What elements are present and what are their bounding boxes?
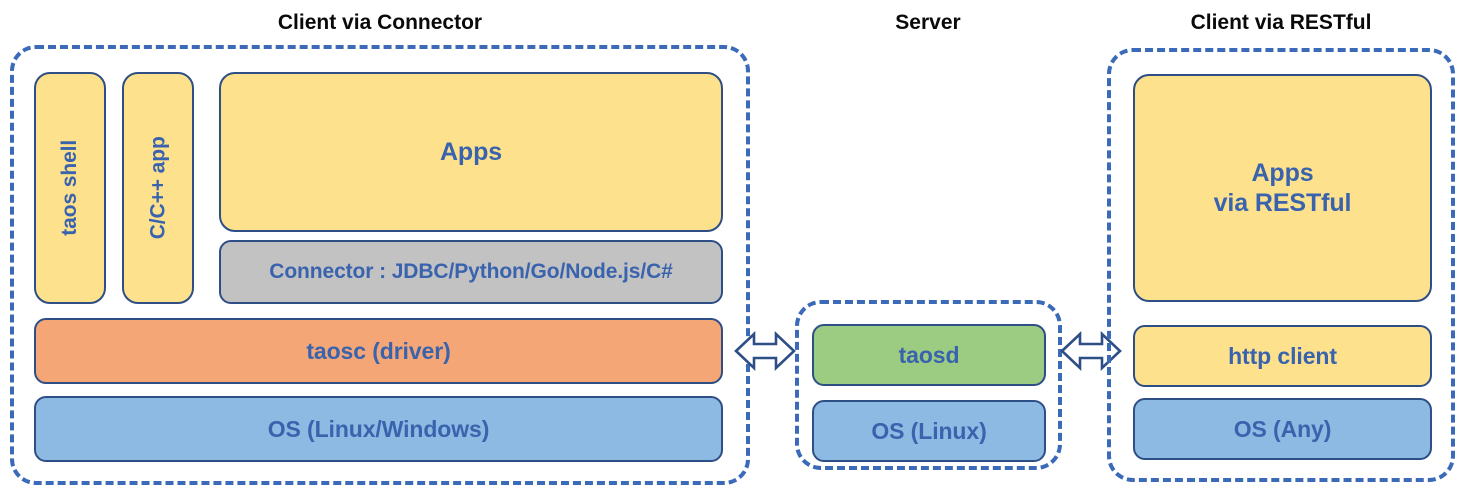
box-apps-via-restful-label: Apps via RESTful [1213, 158, 1352, 218]
group-client-via-restful [1107, 48, 1455, 482]
box-os-linux-label: OS (Linux) [871, 417, 987, 444]
box-http-client[interactable]: http client [1133, 325, 1432, 387]
box-taosc-driver[interactable]: taosc (driver) [34, 318, 723, 384]
section-header-client-restful: Client via RESTful [1190, 11, 1372, 34]
arrow-connector-to-server [734, 327, 796, 375]
arrow-server-to-restful [1060, 327, 1122, 375]
group-client-via-connector [10, 45, 750, 485]
section-header-server: Server [895, 11, 961, 34]
box-http-client-label: http client [1228, 342, 1337, 369]
box-taos-shell[interactable]: taos shell [34, 72, 106, 304]
box-apps-via-restful[interactable]: Apps via RESTful [1133, 74, 1432, 302]
box-connector-list[interactable]: Connector : JDBC/Python/Go/Node.js/C# [219, 240, 723, 304]
group-server [795, 300, 1062, 470]
box-taos-shell-label: taos shell [58, 140, 82, 236]
section-header-client-connector: Client via Connector [277, 11, 483, 34]
box-c-cpp-app[interactable]: C/C++ app [122, 72, 194, 304]
box-taosc-driver-label: taosc (driver) [306, 337, 451, 364]
box-taosd-label: taosd [898, 341, 960, 368]
box-os-any-label: OS (Any) [1233, 415, 1332, 442]
box-os-linux[interactable]: OS (Linux) [812, 400, 1046, 462]
box-os-any[interactable]: OS (Any) [1133, 398, 1432, 460]
box-connector-list-label: Connector : JDBC/Python/Go/Node.js/C# [269, 260, 673, 284]
box-os-linux-windows[interactable]: OS (Linux/Windows) [34, 396, 723, 462]
box-taosd[interactable]: taosd [812, 324, 1046, 386]
box-c-cpp-app-label: C/C++ app [146, 136, 170, 240]
box-os-linux-windows-label: OS (Linux/Windows) [267, 415, 490, 442]
box-apps-connector[interactable]: Apps [219, 72, 723, 232]
box-apps-connector-label: Apps [439, 137, 503, 166]
